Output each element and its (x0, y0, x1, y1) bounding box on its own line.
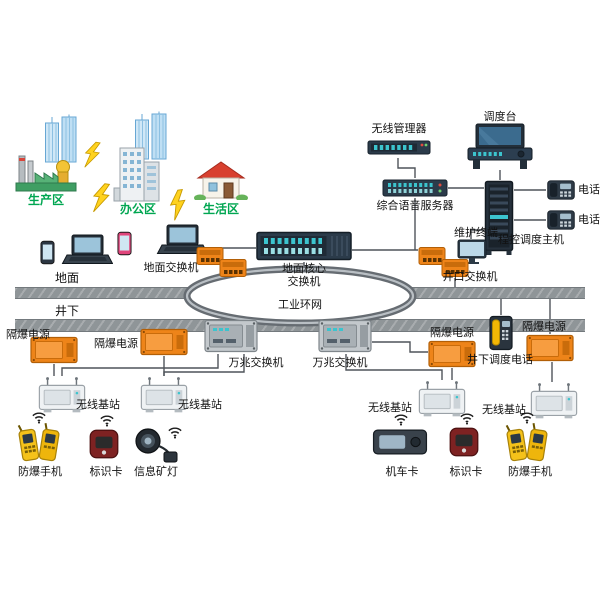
explosionproof-handset-label: 防爆手机 (18, 466, 62, 478)
telephone-label: 电话 (578, 214, 600, 226)
id-card-label: 标识卡 (89, 466, 123, 478)
base-station-label: 无线基站 (178, 399, 222, 411)
explosionproof-handset-label: 防爆手机 (508, 466, 552, 478)
wireless-manager-label: 无线管理器 (371, 123, 427, 135)
living-zone-label: 生活区 (202, 202, 239, 216)
factory-icon (14, 152, 78, 192)
ten-gig-switch-label: 万兆交换机 (312, 357, 368, 369)
surface-divider-bar-upper (15, 287, 585, 299)
underground-dispatch-phone-label: 井下调度电话 (467, 354, 533, 366)
flameproof-power-icon (140, 328, 188, 356)
base-station-label: 无线基站 (482, 404, 526, 416)
lightning-icon (165, 188, 191, 223)
house-icon (194, 158, 248, 200)
dispatch-console-icon (463, 123, 537, 170)
loco-card-icon (372, 426, 428, 458)
ground-switch-label: 地面交换机 (143, 262, 199, 274)
mine-lamp-label: 信息矿灯 (134, 466, 178, 478)
surface-zone-label: 地面 (54, 271, 79, 285)
voice-server-label: 综合语音服务器 (376, 200, 454, 212)
flameproof-power-label: 隔爆电源 (6, 329, 50, 341)
underground-dispatch-phone-icon (488, 315, 514, 351)
dispatch-console-label: 调度台 (483, 111, 517, 123)
voice-server-icon (382, 178, 448, 198)
telephone-icon (546, 209, 576, 231)
production-zone-label: 生产区 (27, 193, 64, 207)
base-station-label: 无线基站 (76, 399, 120, 411)
flameproof-power-label: 隔爆电源 (94, 338, 138, 350)
flameproof-power-label: 隔爆电源 (522, 321, 566, 333)
ten-gig-switch-icon (318, 318, 372, 354)
telephone-icon (546, 179, 576, 201)
wifi-icon (458, 411, 476, 425)
id-card-icon (86, 426, 122, 462)
wellhead-switch-label: 井口交换机 (442, 271, 498, 283)
smartphone-icon (40, 240, 55, 265)
lightning-icon (88, 181, 114, 216)
core-switch-label: 地面核心 交换机 (282, 263, 326, 288)
wifi-icon (98, 413, 116, 427)
smartphone-icon (117, 231, 132, 256)
core-switch-icon (256, 230, 352, 262)
base-station-label: 无线基站 (368, 402, 412, 414)
flameproof-power-label: 隔爆电源 (430, 327, 474, 339)
underground-zone-label: 井下 (54, 304, 79, 318)
office-building-icon (112, 146, 164, 203)
loco-card-label: 机车卡 (385, 466, 419, 478)
laptop-icon (59, 234, 113, 266)
maintenance-terminal-label: 维护终端 (454, 227, 498, 239)
ten-gig-switch-label: 万兆交换机 (228, 357, 284, 369)
office-zone-label: 办公区 (119, 202, 156, 216)
ten-gig-switch-icon (204, 318, 258, 354)
explosionproof-handset-icon (502, 422, 552, 464)
lightning-icon (80, 138, 105, 171)
telephone-label: 电话 (578, 184, 600, 196)
explosionproof-handset-icon (14, 422, 64, 464)
wireless-manager-icon (367, 137, 431, 157)
pbx-dispatch-host-label: 程控调度主机 (498, 234, 564, 246)
industrial-ring-label: 工业环网 (278, 299, 322, 311)
id-card-label: 标识卡 (449, 466, 483, 478)
mine-lamp-icon (132, 424, 180, 464)
id-card-icon (446, 424, 482, 460)
industrial-switch-icon (219, 258, 247, 278)
